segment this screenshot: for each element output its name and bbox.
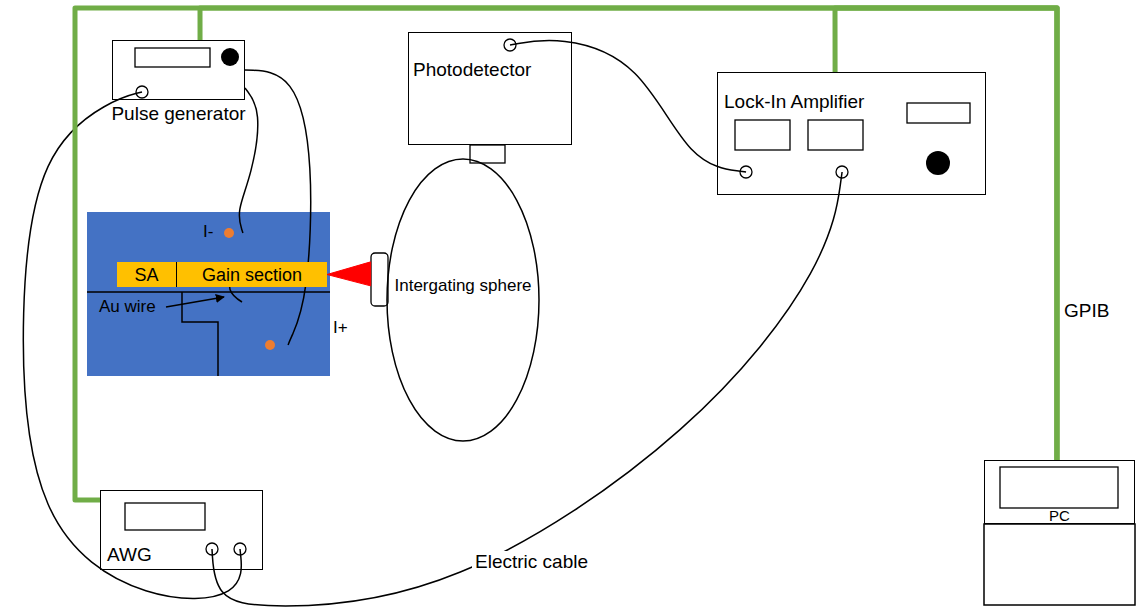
- sphere-outline: [386, 158, 540, 442]
- node-text: Intergating sphere: [394, 276, 531, 296]
- display-window: [907, 103, 970, 123]
- computer-case: [984, 524, 1135, 605]
- sphere-outline: [387, 159, 539, 441]
- gpib-bus: [200, 8, 1057, 460]
- node-text: Au wire: [99, 297, 156, 317]
- contact-pad-outline: [182, 292, 218, 376]
- leader-line: [166, 297, 224, 307]
- mount-edge: [87, 291, 330, 293]
- node-text: SA: [134, 264, 158, 285]
- cable-label: Electric cable: [472, 551, 591, 573]
- node-text: Lock-In Amplifier: [724, 91, 864, 113]
- node-text: I-: [203, 222, 213, 242]
- awg: AWG: [100, 490, 263, 570]
- monitor-screen: [1000, 467, 1118, 508]
- bus-label: GPIB: [1064, 300, 1109, 322]
- terminal-dot: [224, 228, 234, 238]
- trigger-cable: [23, 92, 241, 598]
- sphere-port: [371, 253, 388, 306]
- node-text: Photodetector: [413, 59, 531, 81]
- drive-cable: [245, 70, 311, 345]
- display-window: [135, 48, 210, 67]
- gpib-bus: [835, 8, 1057, 460]
- saturable-absorber: SA: [117, 262, 177, 287]
- pulse-generator: Pulse generator: [112, 40, 245, 100]
- laser-chip-mount: I- Au wireI+ SA Gain section: [87, 212, 354, 376]
- control-knob: [221, 48, 239, 66]
- node-text: Gain section: [202, 264, 302, 285]
- node-text: I+: [333, 318, 348, 338]
- laser-beam: [327, 262, 371, 286]
- signal-cable: [510, 41, 746, 172]
- lock-in-amplifier: Lock-In Amplifier: [717, 72, 986, 195]
- gain-section: Gain section: [177, 262, 327, 287]
- reference-cable: [212, 172, 842, 606]
- node-text: AWG: [107, 544, 152, 566]
- display-window: [808, 120, 863, 150]
- display-window: [125, 503, 205, 530]
- display-window: [735, 120, 790, 150]
- node-text: PC: [1049, 507, 1070, 524]
- control-knob: [926, 151, 950, 175]
- node-text: Pulse generator: [111, 103, 245, 125]
- chip-submount: [87, 212, 330, 376]
- terminal-dot: [265, 340, 275, 350]
- integrating-sphere: Intergating sphere: [386, 158, 540, 442]
- gpib-bus: [75, 8, 1057, 500]
- pc-monitor: PC: [984, 460, 1135, 524]
- photodetector: Photodetector: [408, 32, 572, 145]
